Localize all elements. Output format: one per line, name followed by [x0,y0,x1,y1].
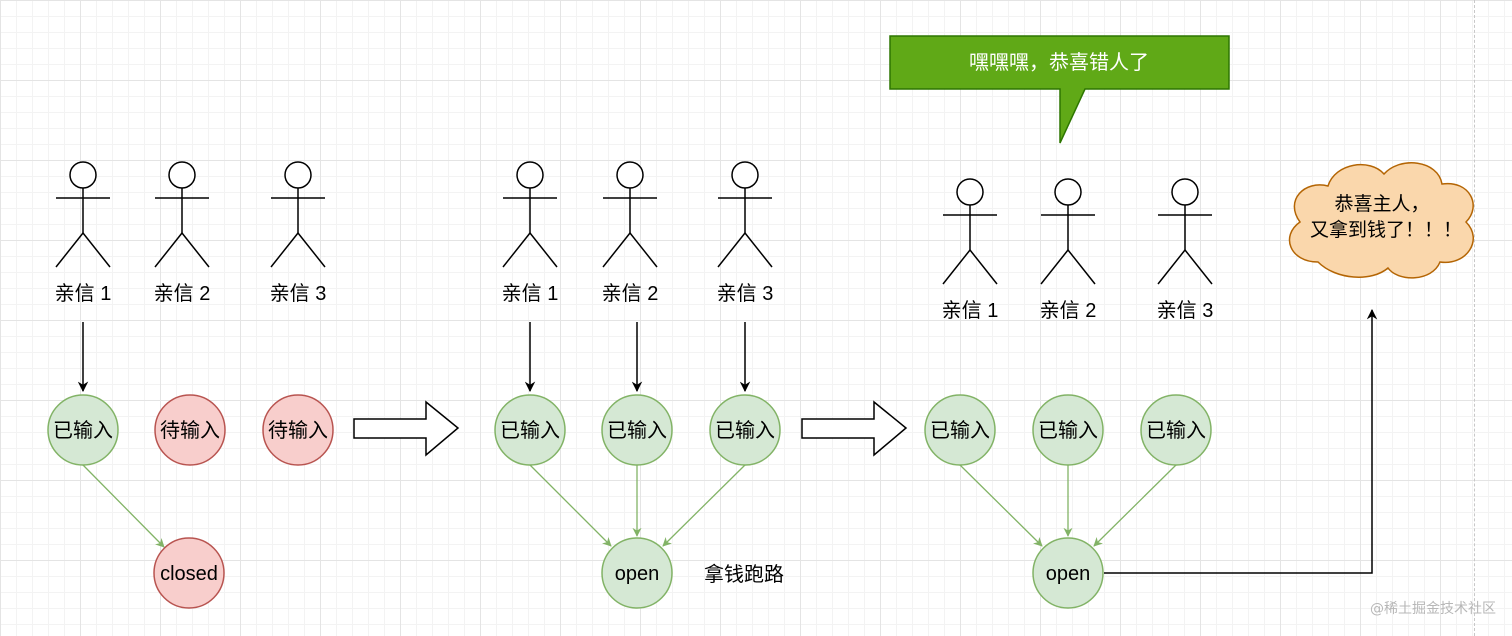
stick-figure-2 [1040,178,1096,285]
stage-2: 亲信 1 亲信 2 亲信 3 已输入 已输入 已输入 o [494,161,784,609]
person-label: 亲信 3 [717,282,774,305]
state-label: 待输入 [160,419,220,442]
speech-bubble [889,35,1230,144]
person-label: 亲信 3 [1157,299,1214,322]
stick-figure-3 [270,161,326,268]
stage-1: 亲信 1 亲信 2 亲信 3 已输入 待输入 待输入 closed [47,161,334,609]
result-label: open [1046,563,1091,585]
person-label: 亲信 1 [502,282,559,305]
person-label: 亲信 1 [55,282,112,305]
state-label: 已输入 [1038,419,1098,442]
stick-figure-1 [502,161,558,268]
result-label: closed [160,563,218,585]
result-node-closed [153,537,225,609]
state-node-pending [262,394,334,466]
cloud-shape [1288,162,1474,279]
person-label: 亲信 2 [602,282,659,305]
result-to-cloud-arrow [1104,308,1378,574]
speech-bubble-text: 嘿嘿嘿，恭喜错人了 [969,51,1149,74]
stage-transition-arrow [801,400,908,457]
result-note: 拿钱跑路 [704,562,784,586]
stage-transition-arrow [353,400,460,457]
state-label: 已输入 [500,419,560,442]
person-label: 亲信 2 [154,282,211,305]
state-to-result-arrow [529,464,612,547]
stick-figure-2 [602,161,658,268]
state-label: 待输入 [268,419,328,442]
stick-figure-1 [55,161,111,268]
result-node-open [601,537,673,609]
state-label: 已输入 [607,419,667,442]
state-to-result-arrow [662,464,746,547]
state-to-result-arrow [1093,464,1177,547]
state-label: 已输入 [53,419,113,442]
result-node-open [1032,537,1104,609]
stage-3: 嘿嘿嘿，恭喜错人了 亲信 1 亲信 2 亲信 3 已输入 已 [889,35,1474,609]
stick-figure-2 [154,161,210,268]
cloud-text-line-2: 又拿到钱了！！！ [1310,218,1462,241]
person-label: 亲信 3 [270,282,327,305]
state-label: 已输入 [715,419,775,442]
stick-figure-3 [1157,178,1213,285]
state-node-pending [154,394,226,466]
page-boundary-line [1474,0,1475,636]
stick-figure-3 [717,161,773,268]
state-to-result-arrow [959,464,1043,547]
person-label: 亲信 2 [1040,299,1097,322]
watermark: @稀土掘金技术社区 [1370,601,1496,617]
state-label: 已输入 [1146,419,1206,442]
result-label: open [615,563,660,585]
stick-figure-1 [942,178,998,285]
state-to-result-arrow [82,464,165,548]
state-label: 已输入 [930,419,990,442]
cloud-text-line-1: 恭喜主人， [1334,193,1429,215]
person-label: 亲信 1 [942,299,999,322]
